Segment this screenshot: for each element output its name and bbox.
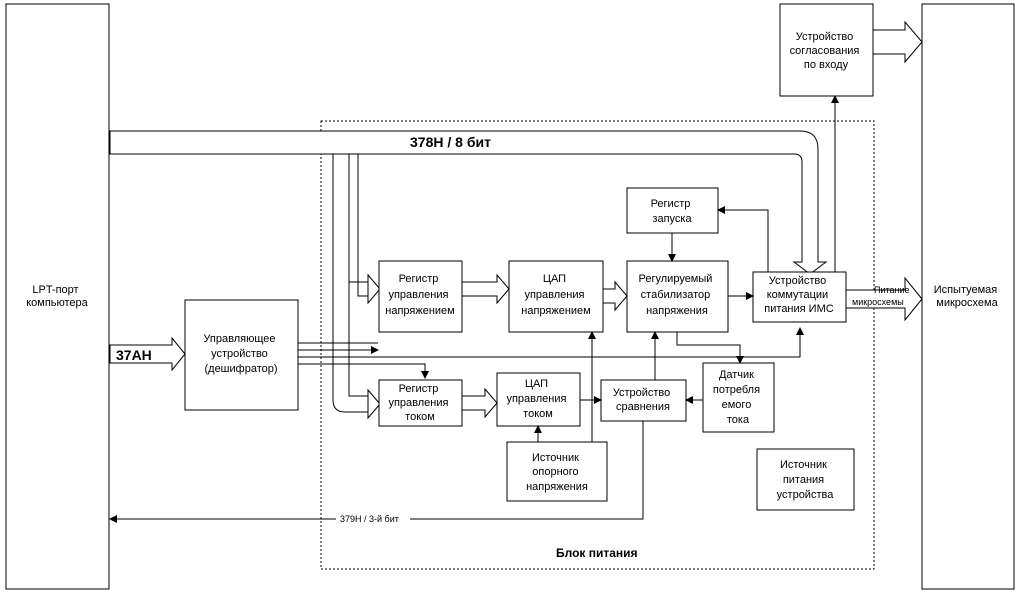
line-379h: [109, 421, 644, 523]
bus-branch-v1: [348, 154, 370, 283]
current-sensor-label: Датчик потребля емого тока: [713, 369, 763, 426]
device-power-label: Источник питания устройства: [777, 459, 835, 501]
bus-37ah-label: 37AH: [116, 347, 152, 363]
arrow-regv-to-dacv: [461, 273, 510, 305]
bus-branch-inner: [348, 154, 370, 397]
arrow-into-reg-current: [367, 388, 381, 420]
switch-box: [752, 271, 847, 323]
start-register-label: Регистр запуска: [651, 198, 694, 225]
lpt-port-box: [5, 3, 110, 590]
controller-box: [184, 299, 299, 411]
ref-source-label: Источник опорного напряжения: [526, 452, 588, 493]
arrow-switch-to-dut: [845, 276, 923, 322]
regulator-label: Регулируемый стабилизатор напряжения: [639, 273, 716, 317]
lpt-port-label: LPT-порт компьютера: [26, 284, 88, 309]
bus-378h-label: 378H / 8 бит: [410, 134, 491, 150]
ref-source-box: [506, 441, 608, 502]
reg-current-box: [378, 379, 463, 427]
dac-voltage-label: ЦАП управления напряжением: [521, 273, 590, 317]
line-379h-label: 379H / 3-й бит: [340, 514, 399, 524]
controller-label: Управляющее устройство (дешифратор): [203, 333, 278, 375]
switch-label: Устройство коммутации питания ИМС: [764, 275, 833, 315]
device-power-box: [756, 448, 855, 511]
dac-current-label: ЦАП управления током: [506, 378, 569, 420]
arrow-regi-to-daci: [461, 387, 498, 419]
start-register-box: [626, 187, 719, 234]
power-block-boundary: [320, 120, 875, 570]
bus-branch-v2: [357, 154, 370, 297]
comparator-label: Устройство сравнения: [613, 387, 674, 413]
power-block-label: Блок питания: [556, 546, 638, 560]
arrow-matching-to-dut: [872, 20, 923, 64]
bus-branch-outer: [332, 154, 370, 413]
input-matching-label: Устройство согласования по входу: [790, 31, 863, 71]
dut-label: Испытуемая микросхема: [934, 284, 1001, 309]
arrow-dacv-to-regulator: [602, 280, 628, 312]
line-regulator-to-sensor: [676, 332, 744, 364]
arrow-into-reg-voltage: [367, 273, 381, 305]
dut-box: [921, 3, 1015, 590]
current-sensor-box: [702, 362, 775, 433]
line-switch-to-start: [717, 206, 769, 272]
reg-voltage-label: Регистр управления напряжением: [385, 273, 454, 317]
reg-current-label: Регистр управления током: [388, 383, 451, 423]
dut-power-label: Питание микросхемы: [852, 285, 912, 307]
line-379h-label-bg: [336, 513, 410, 525]
bus-378h: [109, 130, 828, 275]
ctrl-line-to-switch: [298, 327, 804, 358]
bus-37ah: [109, 336, 186, 372]
input-matching-box: [779, 3, 874, 97]
ctrl-line-to-reg-current: [298, 363, 429, 379]
